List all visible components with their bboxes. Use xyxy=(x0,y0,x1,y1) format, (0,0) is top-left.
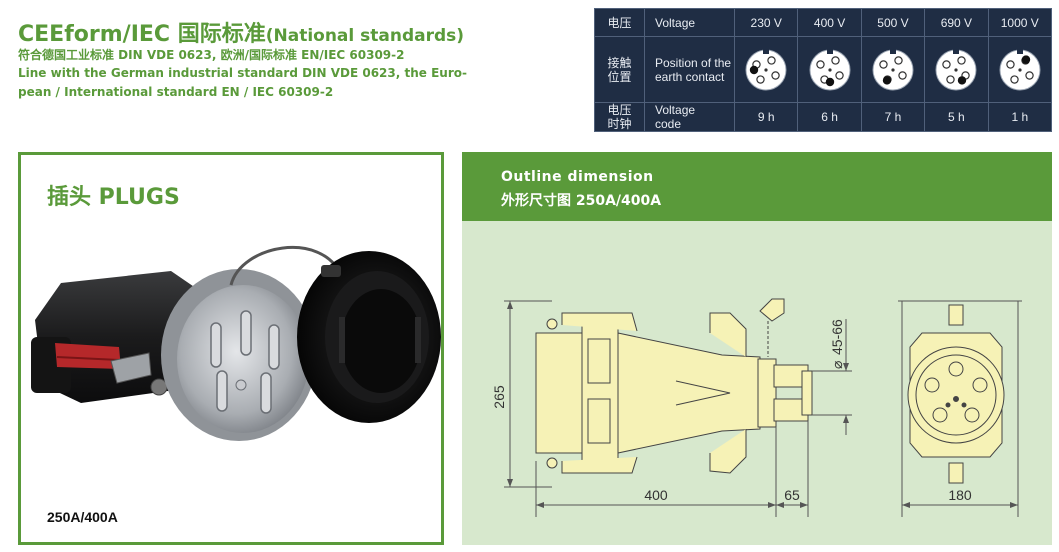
plug-product-image xyxy=(31,245,441,441)
outline-drawing: 265 400 65 180 ⌀ 45-66 xyxy=(491,298,1022,517)
voltage-code-cell: 7 h xyxy=(860,102,926,132)
row-label-cn: 接触位置 xyxy=(594,36,645,103)
dim-length-label: 400 xyxy=(644,487,668,503)
outline-title-en: Outline dimension xyxy=(501,169,654,185)
side-view-drawing xyxy=(535,298,813,474)
page-title: CEEform/IEC 国际标准(National standards) xyxy=(18,16,464,48)
front-view-drawing xyxy=(907,304,1005,484)
voltage-code-cell: 1 h xyxy=(987,102,1053,132)
pin-face-cell xyxy=(860,36,926,103)
voltage-cell: 690 V xyxy=(924,8,989,37)
row-label-cn: 电压时钟 xyxy=(594,102,645,132)
dim-diameter-label: 45-66 xyxy=(829,319,845,355)
voltage-cell: 1000 V xyxy=(987,8,1053,37)
standard-line-en-2: pean / International standard EN / IEC 6… xyxy=(18,85,334,99)
voltage-table: 电压 Voltage 230 V 400 V 500 V 690 V 1000 … xyxy=(594,8,1053,132)
outline-header: Outline dimension 外形尺寸图 250A/400A xyxy=(462,152,1052,221)
standard-line-en-1: Line with the German industrial standard… xyxy=(18,66,467,80)
socket-pin-face-icon xyxy=(999,48,1041,90)
socket-pin-face-icon xyxy=(872,48,914,90)
earth-position-row: 接触位置 Position of the earth contact xyxy=(594,36,1053,103)
voltage-code-cell: 5 h xyxy=(924,102,989,132)
pin-face-cell xyxy=(924,36,989,103)
plugs-title: 插头 PLUGS xyxy=(47,185,180,210)
row-label-en: Voltage xyxy=(644,8,735,37)
row-label-en: Voltage code xyxy=(644,102,735,132)
dim-diameter-symbol: ⌀ xyxy=(829,361,845,369)
outline-dimension-panel: Outline dimension 外形尺寸图 250A/400A xyxy=(462,152,1052,545)
dim-tail-label: 65 xyxy=(784,487,800,503)
voltage-cell: 230 V xyxy=(733,8,799,37)
voltage-cell: 500 V xyxy=(860,8,926,37)
row-label-en: Position of the earth contact xyxy=(644,36,735,103)
voltage-code-row: 电压时钟 Voltage code 9 h 6 h 7 h 5 h 1 h xyxy=(594,102,1053,132)
voltage-code-cell: 9 h xyxy=(733,102,799,132)
row-label-cn-text: 电压时钟 xyxy=(607,103,632,131)
plugs-panel: 插头 PLUGS xyxy=(18,152,444,545)
outline-title-cn: 外形尺寸图 250A/400A xyxy=(501,193,662,209)
title-main: CEEform/IEC 国际标准 xyxy=(18,22,266,47)
dim-height-label: 265 xyxy=(491,385,507,409)
socket-pin-face-icon xyxy=(745,48,787,90)
voltage-code-cell: 6 h xyxy=(797,102,862,132)
title-sub: (National standards) xyxy=(265,26,465,46)
row-label-cn: 电压 xyxy=(594,8,645,37)
voltage-row: 电压 Voltage 230 V 400 V 500 V 690 V 1000 … xyxy=(594,8,1053,37)
standard-line-cn: 符合德国工业标准 DIN VDE 0623, 欧洲/国际标准 EN/IEC 60… xyxy=(18,48,405,62)
socket-pin-face-icon xyxy=(935,48,977,90)
pin-face-cell xyxy=(733,36,799,103)
socket-pin-face-icon xyxy=(809,48,851,90)
dim-width-label: 180 xyxy=(948,487,972,503)
plugs-caption: 250A/400A xyxy=(47,509,118,525)
pin-face-cell xyxy=(797,36,862,103)
row-label-en-text: Voltage code xyxy=(655,103,696,131)
row-label-cn-text: 接触位置 xyxy=(607,55,632,84)
voltage-cell: 400 V xyxy=(797,8,862,37)
pin-face-cell xyxy=(987,36,1053,103)
